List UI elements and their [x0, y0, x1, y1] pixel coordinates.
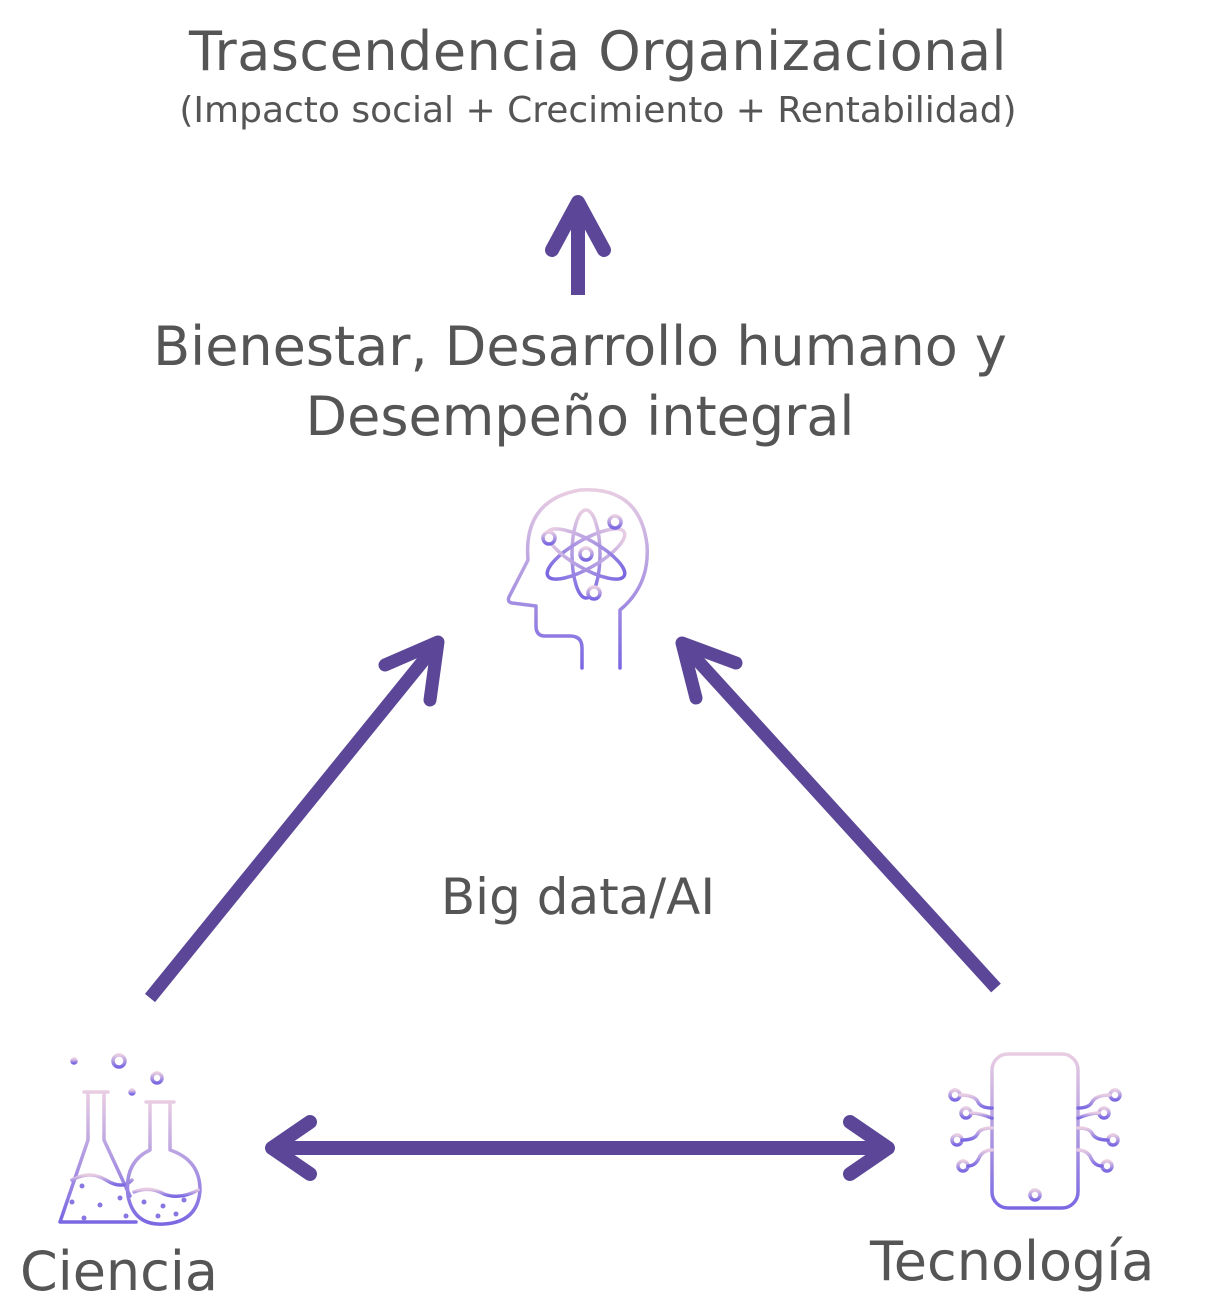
smartphone-circuit-icon [948, 1052, 1122, 1210]
diagram-title: Trascendencia Organizacional [188, 20, 1008, 83]
goal-label-line-1: Bienestar, Desarrollo humano y [153, 315, 1007, 378]
arrow-tecnologia-to-human [675, 636, 1001, 993]
head-atom-icon [506, 488, 650, 670]
node-label-ciencia: Ciencia [20, 1240, 218, 1303]
center-label: Big data/AI [440, 868, 716, 926]
arrow-ciencia-tecnologia-bidirectional [265, 1115, 895, 1181]
flasks-icon [58, 1053, 202, 1226]
diagram-subtitle: (Impacto social + Crecimiento + Rentabil… [179, 90, 1017, 131]
arrow-up-to-title [545, 195, 611, 295]
node-label-tecnologia: Tecnología [870, 1230, 1155, 1293]
goal-label-line-2: Desempeño integral [305, 385, 855, 448]
arrow-ciencia-to-human [144, 635, 445, 1003]
